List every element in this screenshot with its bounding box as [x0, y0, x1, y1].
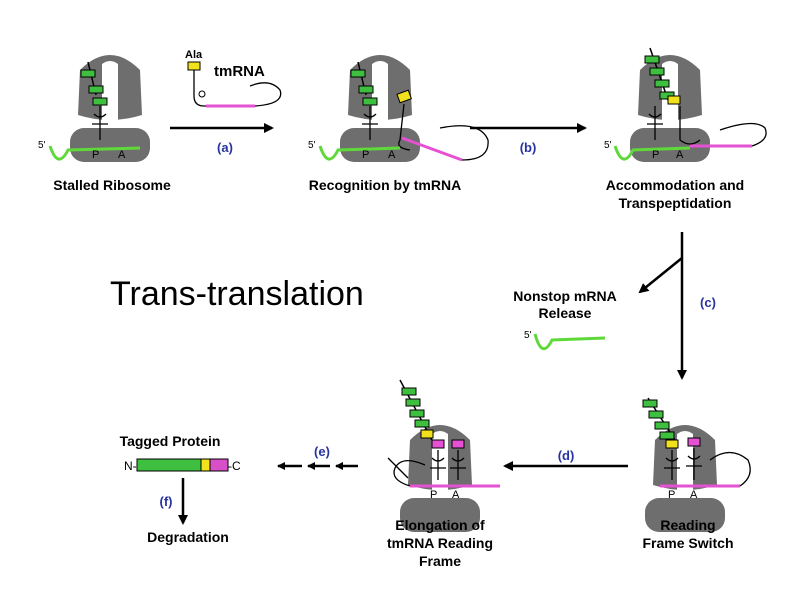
accommodation-label-line1: Accommodation and — [606, 177, 744, 193]
protein-ala-residue — [200, 458, 211, 472]
p-site-trna-icon — [362, 106, 378, 140]
a-site-tmrna-icon — [679, 106, 701, 145]
stalled-ribosome-panel: 5' P A Stalled Ribosome — [38, 55, 171, 193]
mrna-strand — [318, 145, 401, 161]
elongation-label-line2: tmRNA Reading — [387, 535, 493, 551]
switch-label-line2: Frame Switch — [642, 535, 733, 551]
five-prime-label: 5' — [524, 330, 532, 341]
elongation-label-line3: Frame — [419, 553, 461, 569]
nascent-peptide-icon — [399, 379, 465, 449]
step-c-label: (c) — [700, 295, 716, 310]
a-site-label: A — [690, 489, 698, 501]
five-prime-label: 5' — [38, 140, 46, 151]
protein-body — [136, 458, 202, 472]
tmrna-label: tmRNA — [214, 63, 265, 80]
tmrna-binding-icon — [396, 89, 489, 162]
five-prime-label: 5' — [308, 140, 316, 151]
ribosome-icon — [645, 425, 725, 532]
mrna-strand — [48, 145, 141, 161]
p-site-label: P — [652, 149, 659, 161]
five-prime-label: 5' — [604, 140, 612, 151]
step-a-label: (a) — [217, 140, 233, 155]
arrow-c-branch — [638, 257, 683, 294]
tmrna-loop — [709, 451, 751, 487]
nascent-peptide-icon — [80, 61, 108, 106]
n-terminus-label: N- — [124, 459, 137, 473]
step-e-label: (e) — [314, 444, 330, 459]
p-site-label: P — [92, 149, 99, 161]
elongation-panel: P A Elongation of tmRNA Reading Frame — [387, 379, 500, 569]
stalled-ribosome-label: Stalled Ribosome — [53, 177, 171, 193]
p-site-label: P — [430, 489, 437, 501]
nonstop-label-line2: Release — [539, 305, 592, 321]
a-site-label: A — [118, 149, 126, 161]
p-site-trna-icon — [430, 450, 446, 480]
a-site-trna-icon — [450, 450, 466, 480]
degradation-label: Degradation — [147, 529, 229, 545]
a-site-label: A — [452, 489, 460, 501]
nonstop-mrna-release: Nonstop mRNA Release 5' — [513, 288, 617, 351]
reading-frame-switch-panel: P A Reading Frame Switch — [642, 397, 751, 551]
recognition-panel: 5' P A Recognition by tmRNA — [308, 55, 489, 193]
released-mrna-strand — [533, 333, 606, 351]
step-f-label: (f) — [160, 494, 173, 509]
tmrna-tail — [387, 457, 409, 479]
ala-label: Ala — [185, 49, 203, 61]
p-site-label: P — [668, 489, 675, 501]
p-site-tmrna-icon — [664, 450, 680, 480]
nascent-peptide-icon — [642, 397, 701, 449]
p-site-trna-icon — [92, 106, 108, 140]
mrna-strand — [613, 145, 691, 161]
step-b-label: (b) — [520, 140, 537, 155]
tmrna-molecule: Ala tmRNA — [185, 49, 282, 108]
recognition-label: Recognition by tmRNA — [309, 177, 461, 193]
step-d-label: (d) — [558, 448, 575, 463]
a-site-label: A — [676, 149, 684, 161]
switch-label-line1: Reading — [660, 517, 715, 533]
tmrna-loop — [719, 122, 767, 147]
nascent-peptide-icon — [644, 47, 681, 105]
nonstop-label-line1: Nonstop mRNA — [513, 288, 616, 304]
tagged-protein-label: Tagged Protein — [120, 433, 221, 449]
p-site-label: P — [362, 149, 369, 161]
tmrna-loop — [393, 460, 426, 487]
a-site-trna-icon — [686, 448, 702, 480]
elongation-label-line1: Elongation of — [395, 517, 485, 533]
protein-tag — [209, 458, 229, 472]
accommodation-label-line2: Transpeptidation — [619, 195, 732, 211]
accommodation-panel: 5' P A Accommodation and Transpeptidatio… — [604, 47, 767, 211]
a-site-label: A — [388, 149, 396, 161]
nascent-peptide-icon — [350, 61, 378, 106]
p-site-trna-icon — [647, 106, 663, 140]
c-terminus-label: -C — [228, 459, 241, 473]
tagged-protein: Tagged Protein N- -C — [120, 433, 241, 473]
diagram-title: Trans-translation — [110, 275, 364, 313]
